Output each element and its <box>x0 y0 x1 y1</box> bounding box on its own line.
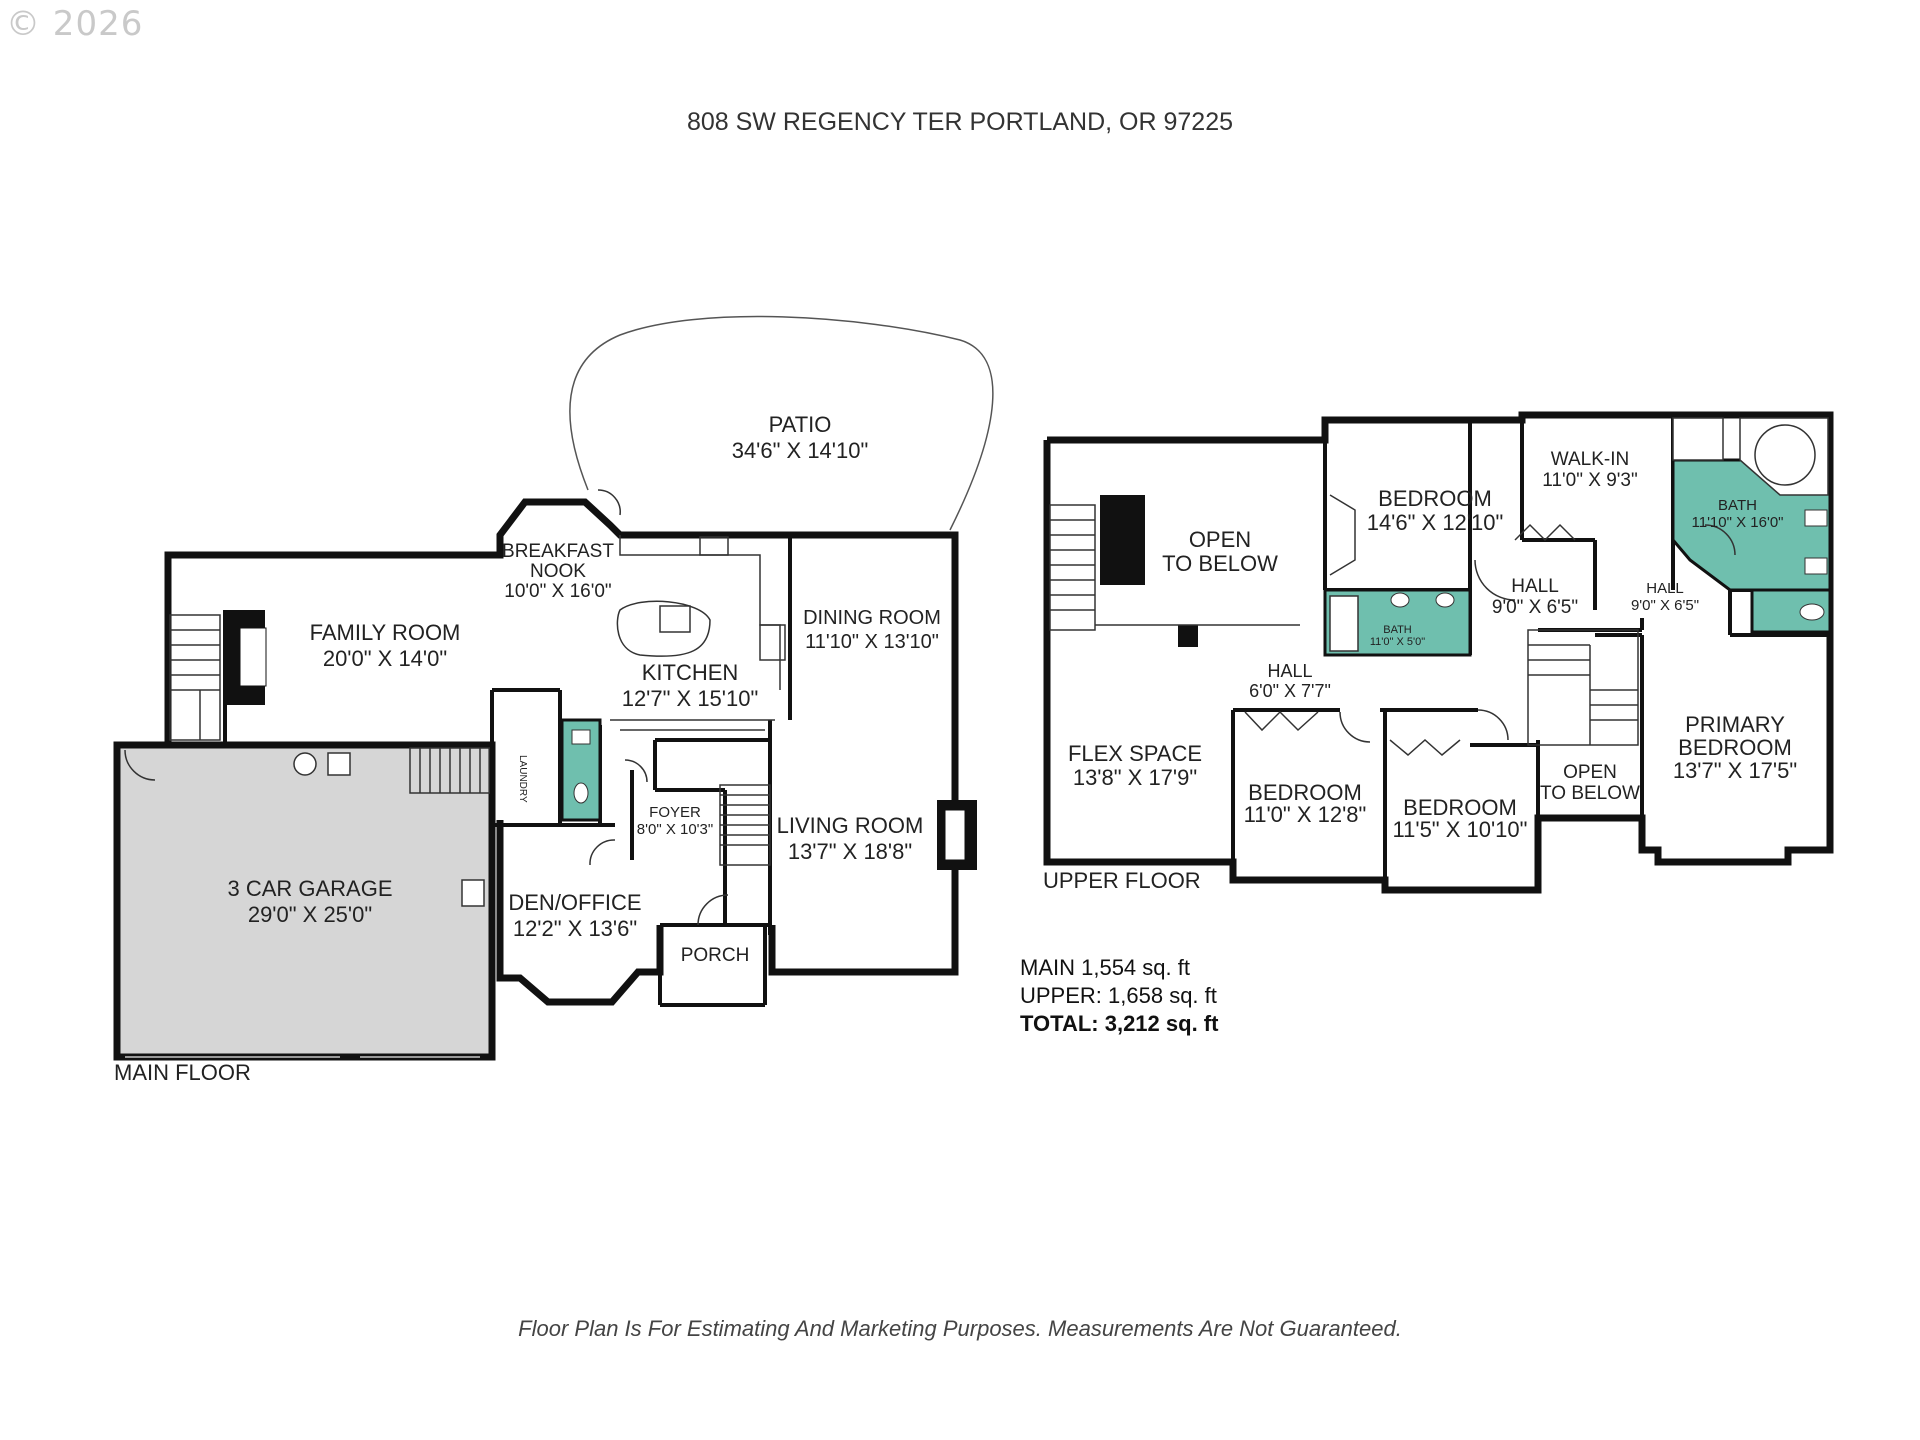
room-name: HALL <box>1511 576 1559 597</box>
room-name: BEDROOM <box>1403 795 1517 820</box>
room-name: TO BELOW <box>1540 783 1640 804</box>
room-size: 11'10" X 13'10" <box>805 631 939 653</box>
room-size: 11'0" X 5'0" <box>1369 636 1426 648</box>
room-name: OPEN <box>1563 762 1617 783</box>
laundry-label: LAUNDRY <box>517 755 528 803</box>
hall-bath-label: BATH 11'0" X 5'0" <box>1355 624 1440 648</box>
den-office-label: DEN/OFFICE 12'2" X 13'6" <box>505 890 645 942</box>
room-name: DEN/OFFICE <box>508 890 642 915</box>
family-room-stairs <box>169 614 221 741</box>
room-size: 13'7" X 18'8" <box>787 839 913 864</box>
property-address: 808 SW REGENCY TER PORTLAND, OR 97225 <box>686 108 1234 136</box>
family-room-label: FAMILY ROOM 20'0" X 14'0" <box>285 620 485 672</box>
room-size: 11'0" X 12'8" <box>1243 802 1367 827</box>
patio-outline <box>569 315 994 531</box>
kitchen-label: KITCHEN 12'7" X 15'10" <box>600 660 780 712</box>
room-name: TO BELOW <box>1162 551 1278 576</box>
main-floor-label: MAIN FLOOR <box>114 1060 251 1085</box>
room-name: PATIO <box>768 412 832 437</box>
room-name: KITCHEN <box>641 660 739 685</box>
room-name: BEDROOM <box>1378 486 1492 511</box>
room-name: DINING ROOM <box>803 607 941 629</box>
room-size: 12'7" X 15'10" <box>621 686 759 711</box>
room-size: 13'8" X 17'9" <box>1072 765 1198 790</box>
porch-label: PORCH <box>665 945 765 967</box>
room-name: FOYER <box>649 804 701 821</box>
foyer-stairs <box>719 784 771 866</box>
hall-center-label: HALL 9'0" X 6'5" <box>1485 576 1585 618</box>
copyright-watermark: © 2026 <box>6 4 144 44</box>
room-name: WALK-IN <box>1550 449 1630 470</box>
room-size: 8'0" X 10'3" <box>636 821 714 838</box>
walk-in-label: WALK-IN 11'0" X 9'3" <box>1535 449 1645 491</box>
area-summary: MAIN 1,554 sq. ft UPPER: 1,658 sq. ft TO… <box>1020 954 1218 1038</box>
primary-bedroom-label: PRIMARY BEDROOM 13'7" X 17'5" <box>1660 713 1810 782</box>
room-size: 11'5" X 10'10" <box>1392 817 1528 842</box>
room-name: LAUNDRY <box>517 755 528 803</box>
main-area: MAIN 1,554 sq. ft <box>1020 955 1190 980</box>
room-size: 11'10" X 16'0" <box>1691 514 1784 531</box>
primary-bath-label: BATH 11'10" X 16'0" <box>1685 497 1790 531</box>
bedroom-top-label: BEDROOM 14'6" X 12'10" <box>1360 487 1510 535</box>
hall-left-label: HALL 6'0" X 7'7" <box>1240 661 1340 701</box>
hall-right-label: HALL 9'0" X 6'5" <box>1620 580 1710 614</box>
bedroom-mid-label: BEDROOM 11'5" X 10'10" <box>1385 797 1535 841</box>
garage-label: 3 CAR GARAGE 29'0" X 25'0" <box>200 876 420 928</box>
flex-space-label: FLEX SPACE 13'8" X 17'9" <box>1060 742 1210 790</box>
room-name: NOOK <box>530 561 586 582</box>
tub-icon <box>1754 424 1816 486</box>
breakfast-nook-label: BREAKFAST NOOK 10'0" X 16'0" <box>478 542 638 602</box>
dining-room-label: DINING ROOM 11'10" X 13'10" <box>792 606 952 654</box>
room-size: 9'0" X 6'5" <box>1630 597 1700 614</box>
patio-label: PATIO 34'6" X 14'10" <box>700 412 900 464</box>
room-name: BATH <box>1718 497 1757 514</box>
room-size: 34'6" X 14'10" <box>731 438 869 463</box>
room-name: BEDROOM <box>1678 735 1792 760</box>
living-room-label: LIVING ROOM 13'7" X 18'8" <box>770 813 930 865</box>
room-size: 14'6" X 12'10" <box>1366 510 1504 535</box>
kitchen-counters <box>610 535 786 731</box>
room-name: BREAKFAST <box>502 541 614 562</box>
water-heater-icon <box>293 752 317 776</box>
room-size: 9'0" X 6'5" <box>1491 597 1579 618</box>
upper-area: UPPER: 1,658 sq. ft <box>1020 983 1217 1008</box>
room-size: 11'0" X 9'3" <box>1542 470 1638 491</box>
room-name: BEDROOM <box>1248 780 1362 805</box>
room-size: 20'0" X 14'0" <box>322 646 448 671</box>
foyer-label: FOYER 8'0" X 10'3" <box>625 804 725 838</box>
room-name: FLEX SPACE <box>1067 741 1203 766</box>
upper-floor-label: UPPER FLOOR <box>1043 868 1201 893</box>
open-to-below-2-label: OPEN TO BELOW <box>1535 762 1645 804</box>
main-floor-walls <box>164 498 959 1057</box>
room-size: 12'2" X 13'6" <box>512 916 638 941</box>
room-name: LIVING ROOM <box>776 813 924 838</box>
upper-floor-walls <box>1043 411 1834 894</box>
room-name: BATH <box>1383 624 1412 636</box>
upper-stairs <box>1049 504 1639 746</box>
bedroom-left-label: BEDROOM 11'0" X 12'8" <box>1235 782 1375 826</box>
room-size: 10'0" X 16'0" <box>504 581 612 602</box>
room-name: OPEN <box>1188 527 1252 552</box>
room-size: 13'7" X 17'5" <box>1672 758 1798 783</box>
disclaimer: Floor Plan Is For Estimating And Marketi… <box>518 1316 1402 1341</box>
room-size: 29'0" X 25'0" <box>247 902 373 927</box>
room-name: HALL <box>1267 661 1313 681</box>
room-name: 3 CAR GARAGE <box>227 876 393 901</box>
room-name: HALL <box>1646 580 1684 597</box>
open-to-below-label: OPEN TO BELOW <box>1150 528 1290 576</box>
room-size: 6'0" X 7'7" <box>1249 681 1331 701</box>
room-name: FAMILY ROOM <box>309 620 461 645</box>
total-area: TOTAL: 3,212 sq. ft <box>1020 1011 1219 1036</box>
room-name: PORCH <box>680 945 750 966</box>
room-name: PRIMARY <box>1685 712 1785 737</box>
